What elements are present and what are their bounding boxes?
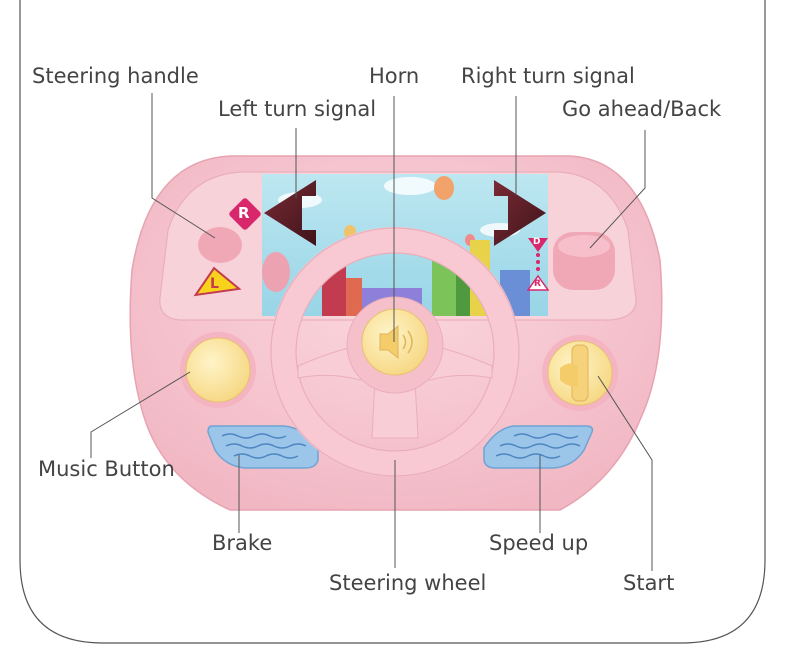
shift-top-badge: D xyxy=(533,237,541,247)
left-red-badge: R xyxy=(238,204,250,222)
music-button[interactable] xyxy=(185,337,251,403)
label-start: Start xyxy=(623,571,675,595)
label-steering-handle: Steering handle xyxy=(32,64,199,88)
steering-handle-knob xyxy=(198,227,242,263)
speed-up-pedal[interactable] xyxy=(483,425,594,469)
left-turn-arrow xyxy=(264,180,316,246)
left-red-badge-shape xyxy=(229,198,261,230)
left-yellow-badge: L xyxy=(210,276,219,292)
label-steering-wheel: Steering wheel xyxy=(329,571,487,595)
label-speed-up: Speed up xyxy=(489,531,589,555)
label-left-turn-signal: Left turn signal xyxy=(218,97,377,121)
label-horn: Horn xyxy=(369,64,420,88)
label-go-ahead-back: Go ahead/Back xyxy=(562,97,722,121)
card-frame xyxy=(19,0,766,644)
shift-bottom-badge: R xyxy=(534,279,541,289)
label-music-button: Music Button xyxy=(38,457,175,481)
right-turn-arrow xyxy=(494,180,546,246)
label-brake: Brake xyxy=(212,531,273,555)
left-yellow-badge-shape xyxy=(193,266,242,297)
leader-lines xyxy=(90,93,653,571)
label-right-turn-signal: Right turn signal xyxy=(461,64,635,88)
